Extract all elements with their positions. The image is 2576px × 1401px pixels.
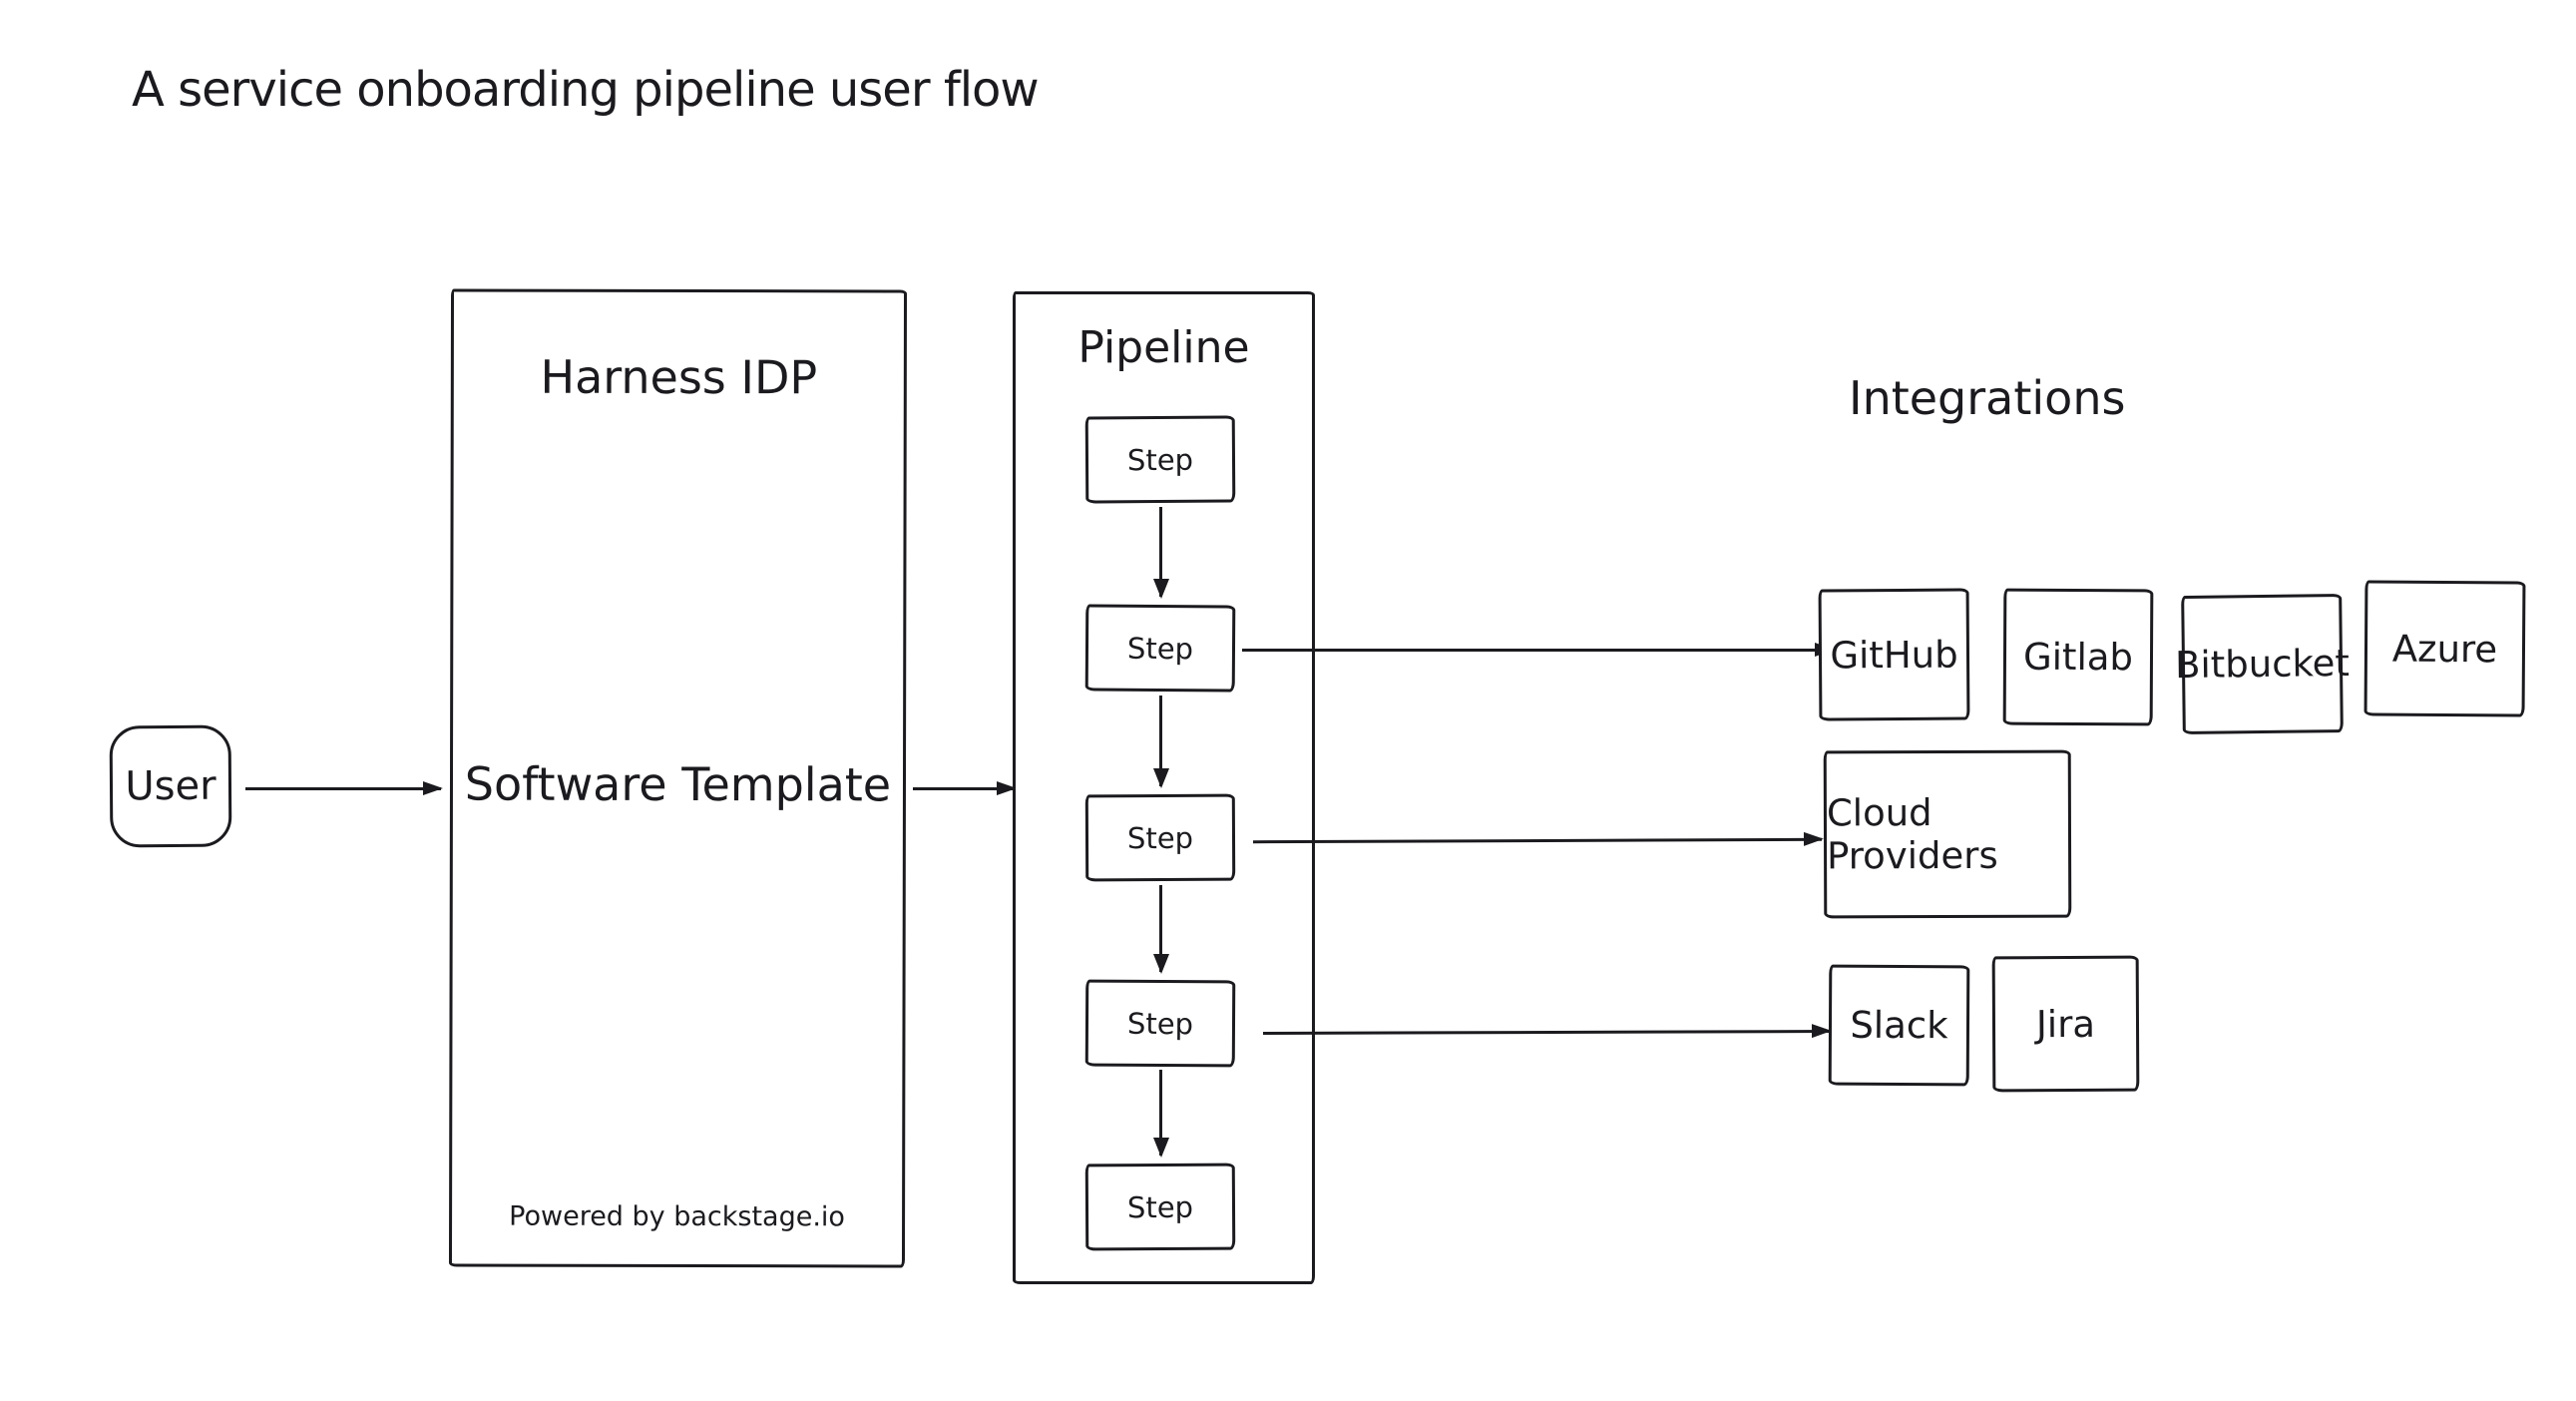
software-template-label: Software Template (464, 756, 892, 812)
arrow-step2-to-source-control (1242, 643, 1835, 657)
arrow-step1-to-step2 (1152, 507, 1169, 599)
slack-label: Slack (1850, 1003, 1948, 1048)
azure-label: Azure (2391, 627, 2498, 671)
step-node-1: Step (1084, 415, 1236, 504)
step-label: Step (1126, 820, 1194, 855)
integration-node-gitlab: Gitlab (2002, 588, 2154, 726)
harness-idp-container: Harness IDP Software Template Powered by… (448, 288, 908, 1268)
integration-node-cloud-providers: Cloud Providers (1823, 749, 2072, 919)
powered-by-backstage-label: Powered by backstage.io (509, 1200, 846, 1233)
user-label: User (125, 762, 216, 810)
jira-label: Jira (2035, 1002, 2096, 1046)
step-node-4: Step (1084, 979, 1236, 1068)
step-label: Step (1126, 442, 1194, 477)
arrow-step4-to-collaboration (1262, 1030, 1831, 1035)
diagram-title: A service onboarding pipeline user flow (132, 62, 1040, 118)
arrow-step2-to-step3 (1152, 696, 1169, 788)
integration-node-jira: Jira (1991, 955, 2140, 1093)
cloud-providers-label: Cloud Providers (1826, 791, 1998, 878)
integrations-title: Integrations (1849, 371, 2126, 425)
step-label: Step (1126, 1189, 1194, 1224)
gitlab-label: Gitlab (2022, 635, 2134, 680)
arrow-step3-to-cloud-providers (1252, 837, 1823, 844)
bitbucket-label: Bitbucket (2174, 641, 2351, 688)
integration-node-azure: Azure (2363, 580, 2526, 717)
github-label: GitHub (1830, 633, 1958, 677)
arrow-step3-to-step4 (1152, 885, 1169, 974)
arrow-step4-to-step5 (1152, 1070, 1169, 1158)
step-node-3: Step (1084, 793, 1236, 882)
step-node-2: Step (1084, 604, 1236, 693)
integration-node-github: GitHub (1818, 588, 1970, 721)
step-label: Step (1126, 1006, 1194, 1041)
step-label: Step (1126, 631, 1194, 666)
harness-idp-title: Harness IDP (540, 349, 818, 405)
arrow-template-to-pipeline (913, 781, 1017, 795)
user-node: User (109, 724, 232, 848)
integration-node-bitbucket: Bitbucket (2175, 594, 2350, 734)
integration-node-slack: Slack (1828, 964, 1970, 1087)
pipeline-title: Pipeline (1077, 322, 1250, 373)
step-node-5: Step (1084, 1163, 1236, 1251)
arrow-user-to-template (245, 781, 443, 795)
